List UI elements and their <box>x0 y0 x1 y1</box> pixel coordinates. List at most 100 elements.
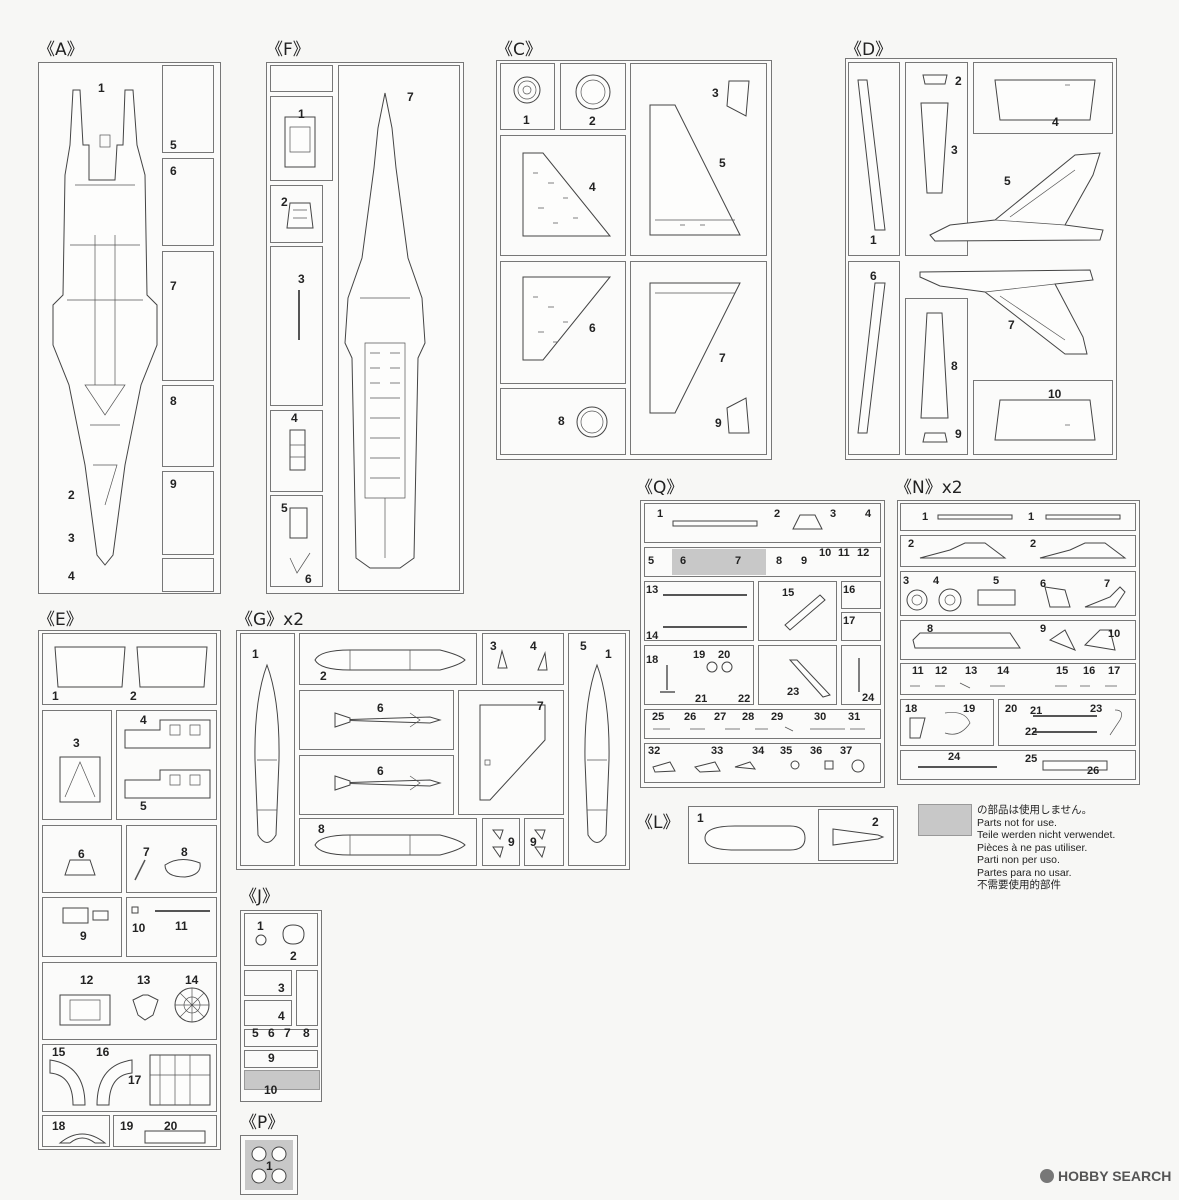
missile-g6-top-drawing <box>334 712 442 728</box>
part-g2: 2 <box>320 669 327 683</box>
part-q13: 13 <box>646 584 659 596</box>
part-e9: 9 <box>80 929 87 943</box>
q-strut-18-drawing <box>660 665 675 693</box>
part-d4: 4 <box>1052 115 1059 129</box>
part-n10: 10 <box>1108 628 1121 640</box>
part-c7: 7 <box>719 351 726 365</box>
sprue-e-cell <box>126 825 217 893</box>
sprue-q-cell <box>841 612 881 641</box>
panel-4-drawing <box>994 79 1096 121</box>
rod-part-drawing <box>298 290 300 340</box>
q-rail-14-drawing <box>663 626 747 628</box>
part-e10: 10 <box>132 921 146 935</box>
part-e14: 14 <box>185 973 199 987</box>
fuselage-upper-drawing <box>52 89 158 566</box>
part-e13-drawing <box>132 994 159 1021</box>
sprue-e-cell <box>42 897 122 957</box>
part-q8: 8 <box>776 555 783 567</box>
sprue-n-cell <box>998 699 1136 746</box>
part-n2b: 2 <box>1030 538 1037 550</box>
bay-e3-drawing <box>59 756 101 803</box>
n-part-8-drawing <box>912 632 1021 649</box>
bracket-part-drawing <box>289 507 311 574</box>
part-j1: 1 <box>257 919 264 933</box>
part-e8-drawing <box>164 859 201 878</box>
part-d6: 6 <box>870 269 877 283</box>
part-g6a: 6 <box>377 701 384 715</box>
part-n24: 24 <box>948 751 961 763</box>
legend-line-fr: Pièces à ne pas utiliser. <box>977 841 1088 854</box>
tank-g8-drawing <box>314 834 466 856</box>
part-q7: 7 <box>735 555 742 567</box>
part-q3: 3 <box>830 508 837 520</box>
part-q32: 32 <box>648 745 661 757</box>
part-d2: 2 <box>955 74 962 88</box>
sprue-a-cell <box>162 158 214 246</box>
part-e15-drawing <box>49 1059 86 1106</box>
wing-lower-right-drawing <box>522 276 612 361</box>
part-q24: 24 <box>862 692 875 704</box>
panel-10-drawing <box>994 399 1096 441</box>
part-q21: 21 <box>695 693 708 705</box>
fin-7-drawing <box>919 269 1094 355</box>
part-c4: 4 <box>589 180 596 194</box>
part-n1b: 1 <box>1028 511 1035 523</box>
sprue-q-cell <box>644 645 754 705</box>
tail-3-drawing <box>920 102 949 194</box>
n-wheels-3-4-drawing <box>906 588 962 612</box>
part-f2: 2 <box>281 195 288 209</box>
sprue-p-title: 《P》 <box>240 1113 285 1133</box>
hobby-search-logo: HOBBY SEARCH <box>1040 1168 1171 1184</box>
part-e20: 20 <box>164 1119 178 1133</box>
part-e17-drawing <box>149 1054 211 1106</box>
sprue-f-cell <box>270 65 333 92</box>
sprue-q-row <box>644 743 881 783</box>
part-q19: 19 <box>693 649 706 661</box>
part-f4: 4 <box>291 411 298 425</box>
part-q5: 5 <box>648 555 655 567</box>
sprue-j-cell <box>296 970 318 1026</box>
q-rail-1-drawing <box>672 520 758 527</box>
wing-upper-right-drawing <box>649 282 741 414</box>
part-d1: 1 <box>870 233 877 247</box>
sprue-e-cell <box>42 825 122 893</box>
tank-half-right-drawing <box>584 663 610 843</box>
n-rail-1a-drawing <box>937 514 1013 520</box>
n-part-23-drawing <box>1109 709 1122 736</box>
part-j10: 10 <box>264 1083 278 1097</box>
sprue-a-title: 《A》 <box>38 40 84 60</box>
sprue-e-cell <box>42 1115 110 1147</box>
sprue-j-cell <box>244 1000 292 1026</box>
part-l2: 2 <box>872 815 879 829</box>
part-q29: 29 <box>771 711 784 723</box>
part-e12: 12 <box>80 973 94 987</box>
sprue-d-title: 《D》 <box>845 40 893 60</box>
part-g4: 4 <box>530 639 537 653</box>
part-e5: 5 <box>140 799 147 813</box>
q-wheel-20-drawing <box>721 661 733 673</box>
part-q36: 36 <box>810 745 823 757</box>
legend-line-it: Parti non per uso. <box>977 854 1060 866</box>
part-e3: 3 <box>73 736 80 750</box>
part-e17: 17 <box>128 1073 142 1087</box>
part-n8: 8 <box>927 623 934 635</box>
part-a6: 6 <box>170 164 177 178</box>
flap-3-drawing <box>726 80 750 117</box>
part-e8: 8 <box>181 845 188 859</box>
sprue-g-cell <box>482 633 564 685</box>
part-q23: 23 <box>787 686 800 698</box>
n-part-2b-drawing <box>1039 542 1127 559</box>
part-q35: 35 <box>780 745 793 757</box>
legend-line-es: Partes para no usar. <box>977 866 1072 879</box>
wing-upper-left-drawing <box>649 104 741 236</box>
part-q22: 22 <box>738 693 751 705</box>
part-q16: 16 <box>843 584 856 596</box>
part-d9: 9 <box>955 427 962 441</box>
part-c8: 8 <box>558 414 565 428</box>
part-j3: 3 <box>278 981 285 995</box>
sprue-a-cell <box>162 471 214 555</box>
n-part-6-7-drawing <box>1044 586 1126 608</box>
sprue-j-cell <box>244 1050 318 1068</box>
sprue-c-title: 《C》 <box>496 40 542 60</box>
n-part-2a-drawing <box>919 542 1007 559</box>
